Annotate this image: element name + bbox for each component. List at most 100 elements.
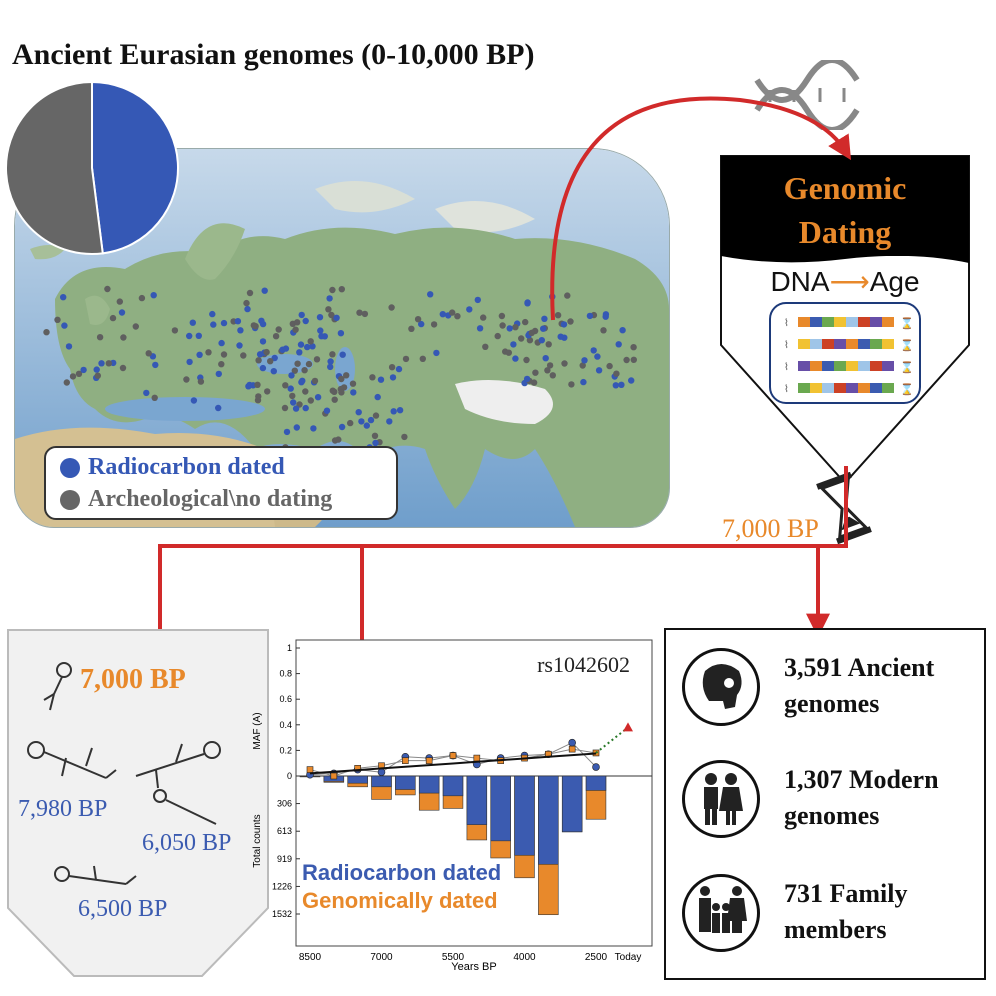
dna-mini-icon: ⌇ [784, 362, 789, 373]
dna-label: DNA [770, 266, 830, 297]
archeological-site-dot [138, 294, 146, 302]
archeological-site-dot [104, 285, 111, 293]
y-tick-label-maf: 0 [287, 771, 292, 781]
archeological-site-dot [554, 312, 562, 319]
radiocarbon-site-dot [586, 312, 594, 320]
radiocarbon-site-dot [259, 338, 267, 345]
sequence-cell [870, 383, 882, 393]
archeological-site-dot [63, 379, 70, 386]
archeological-site-dot [328, 311, 335, 319]
y-tick-label-maf: 0.8 [279, 669, 292, 679]
radiocarbon-site-dot [288, 372, 295, 379]
radiocarbon-site-dot [557, 333, 564, 340]
radiocarbon-site-dot [61, 322, 68, 329]
radiocarbon-site-dot [338, 423, 346, 431]
count-modern: 1,307 Modern genomes [784, 762, 939, 834]
archeological-site-dot [302, 388, 309, 395]
archeological-site-dot [292, 326, 299, 333]
archeological-site-dot [329, 387, 336, 394]
skeleton-panel [7, 629, 269, 977]
sequence-cell [822, 361, 834, 371]
y-axis-label-counts: Total counts [252, 814, 263, 867]
radiocarbon-site-dot [118, 309, 126, 316]
sequence-cell [846, 317, 858, 327]
radiocarbon-site-dot [396, 407, 404, 414]
radiocarbon-site-dot [296, 349, 303, 356]
pie-slice-archeological [5, 80, 104, 255]
archeological-site-dot [561, 360, 568, 367]
sequence-cell [858, 383, 870, 393]
sequence-cell [834, 361, 846, 371]
sequence-cell [870, 317, 882, 327]
archeological-site-dot [630, 344, 637, 351]
sequence-cell [870, 361, 882, 371]
archeological-site-dot [151, 394, 158, 401]
radiocarbon-site-dot [350, 389, 357, 396]
radiocarbon-site-dot [209, 310, 216, 318]
genomic-dating-title: Genomic Dating [720, 166, 970, 254]
skeleton-age-label: 7,980 BP [18, 796, 108, 822]
radiocarbon-site-dot [333, 314, 340, 321]
archeological-site-dot [331, 437, 339, 444]
archeological-site-dot [528, 329, 535, 336]
archeological-site-dot [505, 349, 512, 356]
bar-radiocarbon [371, 775, 392, 788]
sequence-cell [798, 339, 810, 349]
count-line: 3,591 Ancient [784, 653, 935, 682]
sequence-cell [882, 383, 894, 393]
archeological-site-dot [512, 324, 519, 331]
radiocarbon-site-dot [326, 295, 333, 302]
archeological-site-dot [499, 322, 506, 329]
radiocarbon-site-dot [540, 325, 547, 332]
archeological-site-dot [96, 334, 104, 341]
maf-point-genomic [354, 765, 361, 772]
skeleton-age-label: 6,500 BP [78, 896, 168, 922]
bar-radiocarbon [347, 775, 368, 784]
archeological-site-dot [275, 326, 282, 333]
today-marker [623, 722, 633, 732]
y-tick-label-maf: 0.4 [279, 720, 292, 730]
archeological-site-dot [338, 375, 345, 383]
bar-radiocarbon [538, 775, 559, 865]
archeological-site-dot [132, 323, 139, 330]
radiocarbon-site-dot [618, 381, 625, 388]
radiocarbon-site-dot [283, 428, 291, 436]
count-family: 731 Family members [784, 876, 908, 948]
legend-item-radiocarbon: Radiocarbon dated [60, 454, 285, 481]
bar-radiocarbon [442, 775, 464, 797]
archeological-site-dot [250, 322, 257, 329]
radiocarbon-site-dot [210, 321, 217, 328]
sequence-cell [882, 361, 894, 371]
maf-point-genomic [568, 745, 576, 753]
radiocarbon-site-dot [65, 343, 73, 350]
archeological-site-dot [291, 367, 298, 374]
archeological-site-dot [564, 292, 571, 299]
archeological-site-dot [454, 313, 461, 320]
radiocarbon-site-dot [299, 377, 306, 384]
radiocarbon-site-dot [302, 317, 309, 325]
dna-mini-icon: ⌇ [784, 340, 789, 351]
bar-radiocarbon [585, 775, 607, 791]
archeological-site-dot [526, 337, 534, 344]
archeological-site-dot [313, 356, 321, 363]
radiocarbon-site-dot [395, 365, 403, 373]
sequence-cell [846, 361, 858, 371]
archeological-site-dot [240, 352, 247, 359]
radiocarbon-site-dot [290, 399, 297, 406]
dna-mini-icon: ⌇ [784, 384, 789, 395]
archeological-site-dot [545, 341, 552, 348]
archeological-site-dot [305, 360, 313, 368]
y-tick-label-counts: 1226 [272, 881, 292, 891]
skeleton-icon [43, 662, 72, 711]
radiocarbon-site-dot [314, 394, 322, 401]
radiocarbon-site-dot [339, 351, 346, 358]
archeological-site-dot [338, 286, 345, 293]
dataset-counts-panel: 3,591 Ancient genomes 1,307 Modern genom… [664, 628, 986, 980]
radiocarbon-site-dot [619, 327, 626, 334]
radiocarbon-site-dot [418, 320, 425, 328]
radiocarbon-site-dot [439, 311, 446, 318]
radiocarbon-site-dot [506, 325, 513, 332]
series-label-genomic: Genomically dated [302, 888, 498, 913]
sequence-cell [846, 339, 858, 349]
sequence-cell [858, 339, 870, 349]
